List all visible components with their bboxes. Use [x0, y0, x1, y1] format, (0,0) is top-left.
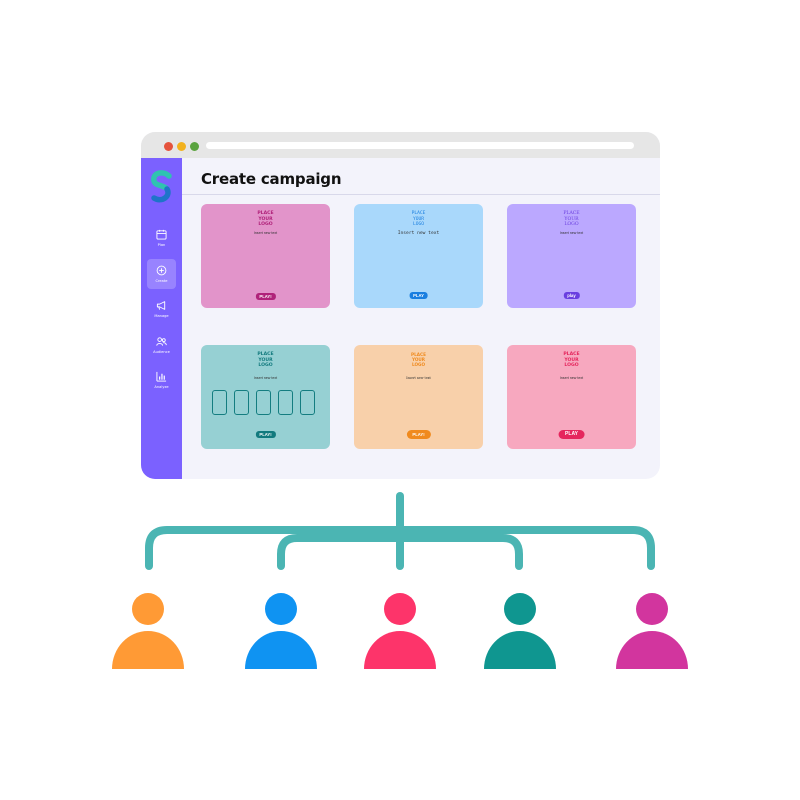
- sidebar-item-label: Analyze: [154, 385, 169, 389]
- audience-person-icon: [245, 593, 317, 669]
- campaign-template-card-2[interactable]: PLACE YOUR LOGO Insert new text PLAY: [354, 204, 483, 308]
- logo-line: PLACE: [411, 211, 426, 216]
- logo-line: YOUR: [411, 357, 426, 363]
- logo-line: YOUR: [412, 216, 425, 222]
- megaphone-icon: [156, 301, 166, 310]
- app-logo-icon: [151, 170, 172, 203]
- title-divider: [182, 194, 660, 195]
- logo-line: YOUR: [564, 216, 579, 222]
- browser-window: Plan Create Manage Audienc: [141, 132, 660, 479]
- close-window-dot[interactable]: [164, 142, 173, 151]
- play-button[interactable]: PLAY!: [406, 430, 431, 439]
- minimize-window-dot[interactable]: [177, 142, 186, 151]
- logo-line: YOUR: [258, 357, 273, 363]
- sidebar-item-label: Plan: [157, 243, 166, 247]
- logo-line: PLACE: [257, 211, 274, 216]
- logo-line: LOGO: [411, 362, 426, 368]
- logo-line: LOGO: [564, 222, 579, 228]
- maximize-window-dot[interactable]: [190, 142, 199, 151]
- audience-person-icon: [616, 593, 688, 669]
- sidebar-item-label: Audience: [153, 350, 170, 354]
- sidebar-item-analyze[interactable]: Analyze: [147, 365, 176, 395]
- logo-placeholder: PLACE YOUR LOGO: [354, 211, 483, 228]
- browser-titlebar: [141, 132, 660, 158]
- logo-line: YOUR: [258, 216, 273, 222]
- audience-person-icon: [364, 593, 436, 669]
- card-text: Insert new text: [559, 231, 584, 235]
- play-button[interactable]: play: [563, 292, 580, 299]
- sidebar-item-label: Create: [155, 279, 168, 283]
- campaign-template-card-3[interactable]: PLACE YOUR LOGO Insert new text play: [507, 204, 636, 308]
- logo-line: LOGO: [258, 363, 273, 369]
- logo-placeholder: PLACE YOUR LOGO: [201, 211, 330, 228]
- campaign-template-card-5[interactable]: PLACE YOUR LOGO Insert new text PLAY!: [354, 345, 483, 449]
- answer-slot[interactable]: [278, 390, 293, 415]
- page-title: Create campaign: [201, 170, 342, 188]
- logo-line: YOUR: [564, 357, 579, 363]
- calendar-icon: [156, 229, 167, 240]
- sidebar-item-plan[interactable]: Plan: [147, 223, 176, 253]
- sidebar-item-create[interactable]: Create: [147, 259, 176, 289]
- play-button[interactable]: PLAY: [409, 292, 428, 299]
- campaign-template-card-6[interactable]: PLACE YOUR LOGO Insert new text PLAY: [507, 345, 636, 449]
- logo-placeholder: PLACE YOUR LOGO: [201, 352, 330, 369]
- sidebar-item-manage[interactable]: Manage: [147, 294, 176, 324]
- logo-line: PLACE: [257, 352, 274, 357]
- bar-chart-icon: [156, 371, 167, 382]
- people-icon: [156, 337, 167, 346]
- audience-person-icon: [484, 593, 556, 669]
- logo-line: LOGO: [412, 222, 425, 228]
- card-text: Insert new text: [253, 231, 278, 235]
- logo-placeholder: PLACE YOUR LOGO: [507, 211, 636, 228]
- card-text: Insert new text: [559, 376, 584, 380]
- logo-line: PLACE: [563, 211, 580, 216]
- answer-slot[interactable]: [234, 390, 249, 415]
- play-button[interactable]: PLAY: [558, 430, 585, 439]
- logo-line: LOGO: [258, 222, 273, 228]
- play-button[interactable]: PLAY!: [255, 293, 276, 300]
- logo-placeholder: PLACE YOUR LOGO: [507, 352, 636, 369]
- card-text: Insert new text: [253, 376, 278, 380]
- plus-circle-icon: [156, 265, 167, 276]
- audience-person-icon: [112, 593, 184, 669]
- campaign-template-card-1[interactable]: PLACE YOUR LOGO Insert new text PLAY!: [201, 204, 330, 308]
- logo-line: LOGO: [564, 363, 579, 369]
- sidebar-item-label: Manage: [154, 314, 169, 318]
- logo-placeholder: PLACE YOUR LOGO: [354, 352, 483, 368]
- play-button[interactable]: PLAY!: [255, 431, 276, 438]
- sidebar: Plan Create Manage Audienc: [141, 158, 182, 479]
- answer-slot[interactable]: [212, 390, 227, 415]
- answer-slot[interactable]: [256, 390, 271, 415]
- answer-slot[interactable]: [300, 390, 315, 415]
- card-text: Insert new text: [397, 231, 440, 236]
- logo-line: PLACE: [411, 352, 426, 357]
- sidebar-item-audience[interactable]: Audience: [147, 330, 176, 360]
- address-bar[interactable]: [206, 142, 634, 149]
- campaign-template-card-4[interactable]: PLACE YOUR LOGO Insert new text PLAY!: [201, 345, 330, 449]
- logo-line: PLACE: [563, 352, 580, 357]
- card-text: Insert new text: [406, 376, 431, 380]
